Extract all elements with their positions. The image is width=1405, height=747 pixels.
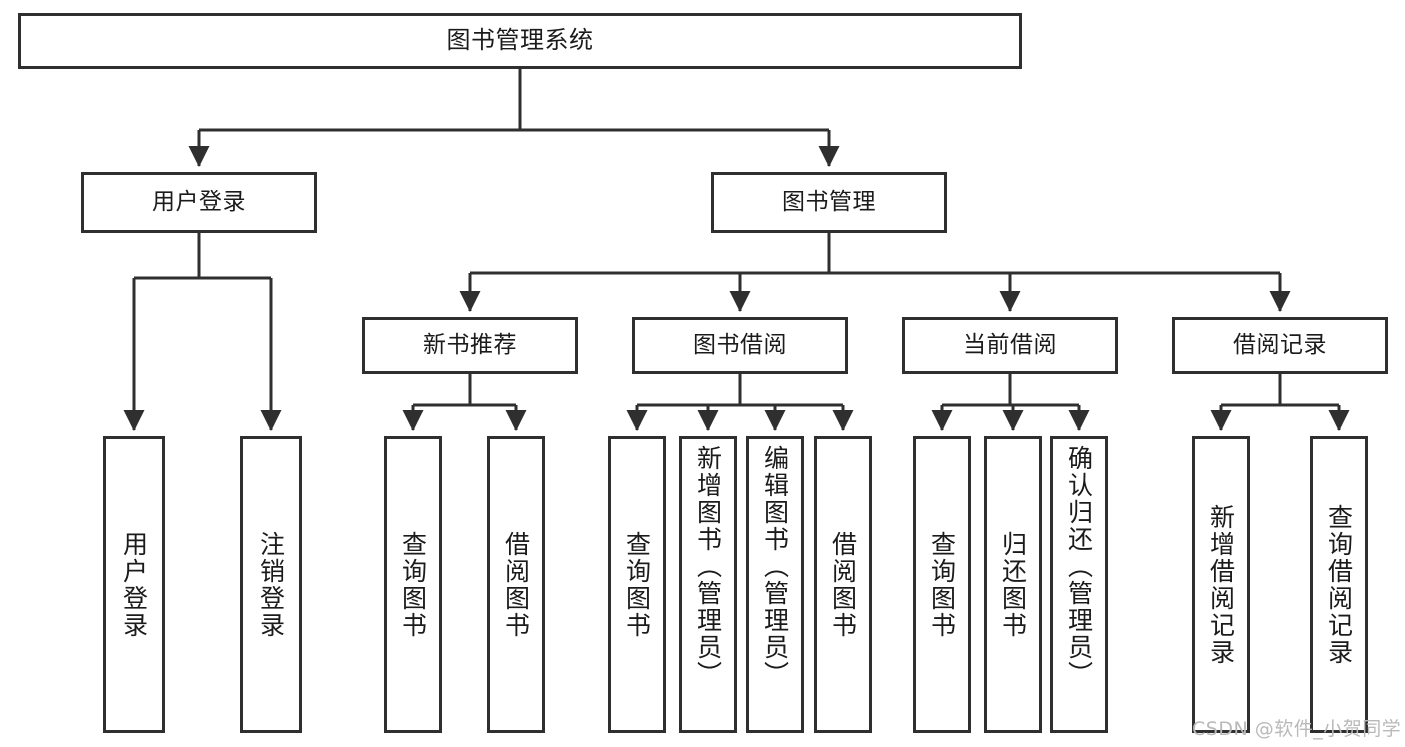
node-book-borrow[interactable]: 图书借阅 — [632, 317, 848, 374]
leaf-user-login-label: 用户登录 — [119, 530, 149, 639]
node-new-book-recommend-label: 新书推荐 — [423, 332, 517, 359]
node-root-label: 图书管理系统 — [446, 26, 594, 55]
leaf-query-borrow-record-label: 查询借阅记录 — [1324, 503, 1354, 666]
leaf-user-logout[interactable]: 注销登录 — [240, 436, 302, 733]
leaf-query-book-current-label: 查询图书 — [927, 530, 957, 639]
leaf-add-borrow-record[interactable]: 新增借阅记录 — [1192, 436, 1250, 733]
node-current-borrow[interactable]: 当前借阅 — [902, 317, 1118, 374]
node-borrow-records-label: 借阅记录 — [1233, 332, 1327, 359]
node-user-login-label: 用户登录 — [152, 189, 246, 216]
leaf-user-logout-label: 注销登录 — [256, 530, 286, 639]
leaf-borrow-book-new-label: 借阅图书 — [501, 530, 531, 639]
leaf-user-login[interactable]: 用户登录 — [103, 436, 165, 733]
node-book-management-label: 图书管理 — [782, 189, 876, 216]
leaf-add-book-admin-label: 新增图书（管理员） — [693, 445, 723, 688]
leaf-query-borrow-record[interactable]: 查询借阅记录 — [1310, 436, 1368, 733]
leaf-borrow-book-new[interactable]: 借阅图书 — [487, 436, 545, 733]
node-new-book-recommend[interactable]: 新书推荐 — [362, 317, 578, 374]
leaf-query-book-label: 查询图书 — [622, 530, 652, 639]
leaf-add-book-admin[interactable]: 新增图书（管理员） — [679, 436, 737, 733]
leaf-query-book-new-label: 查询图书 — [398, 530, 428, 639]
node-book-borrow-label: 图书借阅 — [693, 332, 787, 359]
leaf-confirm-return-admin[interactable]: 确认归还（管理员） — [1050, 436, 1108, 733]
node-book-management[interactable]: 图书管理 — [711, 172, 947, 233]
node-current-borrow-label: 当前借阅 — [963, 332, 1057, 359]
leaf-add-borrow-record-label: 新增借阅记录 — [1206, 503, 1236, 666]
node-user-login[interactable]: 用户登录 — [81, 172, 317, 233]
leaf-confirm-return-admin-label: 确认归还（管理员） — [1064, 445, 1094, 688]
leaf-return-book-label: 归还图书 — [998, 530, 1028, 639]
node-root[interactable]: 图书管理系统 — [18, 13, 1022, 69]
leaf-query-book-new[interactable]: 查询图书 — [384, 436, 442, 733]
leaf-return-book[interactable]: 归还图书 — [984, 436, 1042, 733]
leaf-borrow-book-label: 借阅图书 — [828, 530, 858, 639]
leaf-borrow-book[interactable]: 借阅图书 — [814, 436, 872, 733]
leaf-edit-book-admin[interactable]: 编辑图书（管理员） — [746, 436, 804, 733]
node-borrow-records[interactable]: 借阅记录 — [1172, 317, 1388, 374]
leaf-edit-book-admin-label: 编辑图书（管理员） — [760, 445, 790, 688]
csdn-watermark: CSDN @软件_小贺同学 — [1192, 718, 1402, 740]
leaf-query-book-current[interactable]: 查询图书 — [913, 436, 971, 733]
leaf-query-book[interactable]: 查询图书 — [608, 436, 666, 733]
